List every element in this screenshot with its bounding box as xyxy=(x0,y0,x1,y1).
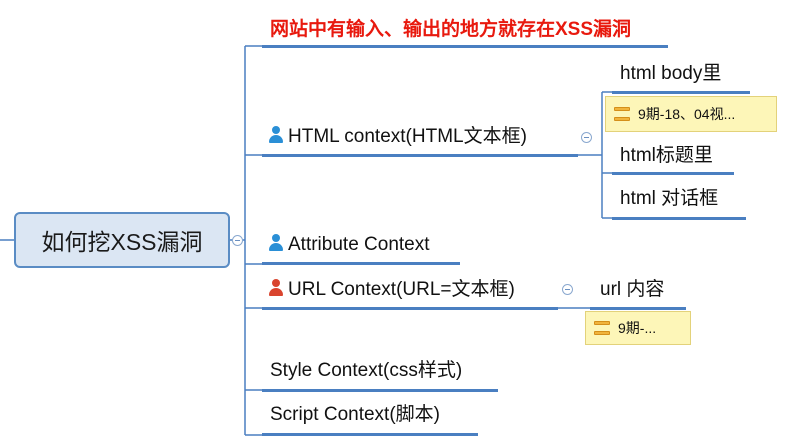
note-html[interactable]: 9期-18、04视... xyxy=(605,96,777,132)
branch-label: Attribute Context xyxy=(288,234,430,255)
child-html-title[interactable]: html标题里 xyxy=(620,144,713,168)
note-url[interactable]: 9期-... xyxy=(585,311,691,345)
branch-label: Style Context(css样式) xyxy=(270,360,463,381)
branch-underline xyxy=(262,433,478,436)
branch-style-context[interactable]: Style Context(css样式) xyxy=(270,359,462,383)
root-node[interactable]: 如何挖XSS漏洞 xyxy=(14,212,230,268)
child-label: html标题里 xyxy=(620,145,713,166)
child-underline xyxy=(612,91,750,94)
root-label: 如何挖XSS漏洞 xyxy=(41,229,203,255)
person-icon xyxy=(268,126,284,144)
collapse-toggle-url-context[interactable] xyxy=(562,284,573,295)
child-label: html body里 xyxy=(620,63,722,84)
branch-underline xyxy=(262,389,498,392)
note-icon xyxy=(594,321,610,335)
branch-underline xyxy=(262,307,558,310)
branch-underline xyxy=(262,262,460,265)
child-html-dialog[interactable]: html 对话框 xyxy=(620,187,718,211)
child-label: html 对话框 xyxy=(620,188,719,209)
collapse-toggle-html-context[interactable] xyxy=(581,132,592,143)
note-text: 9期-... xyxy=(618,320,657,336)
child-underline xyxy=(612,217,746,220)
branch-attribute-context[interactable]: Attribute Context xyxy=(268,233,430,257)
child-url-content[interactable]: url 内容 xyxy=(600,278,664,302)
branch-underline xyxy=(262,154,578,157)
branch-script-context[interactable]: Script Context(脚本) xyxy=(270,403,440,427)
child-underline xyxy=(590,307,686,310)
note-text: 9期-18、04视... xyxy=(638,106,736,122)
branch-label: 网站中有输入、输出的地方就存在XSS漏洞 xyxy=(270,19,632,40)
branch-underline xyxy=(262,45,668,48)
branch-html-context[interactable]: HTML context(HTML文本框) xyxy=(268,125,527,149)
person-icon xyxy=(268,279,284,297)
branch-input-output[interactable]: 网站中有输入、输出的地方就存在XSS漏洞 xyxy=(270,18,631,42)
child-html-body[interactable]: html body里 xyxy=(620,62,721,86)
branch-label: HTML context(HTML文本框) xyxy=(288,126,527,147)
branch-label: URL Context(URL=文本框) xyxy=(288,279,515,300)
branch-label: Script Context(脚本) xyxy=(270,404,440,425)
note-icon xyxy=(614,107,630,121)
person-icon xyxy=(268,234,284,252)
branch-url-context[interactable]: URL Context(URL=文本框) xyxy=(268,278,515,302)
child-underline xyxy=(612,172,734,175)
child-label: url 内容 xyxy=(600,279,665,300)
collapse-toggle-root[interactable] xyxy=(232,235,243,246)
